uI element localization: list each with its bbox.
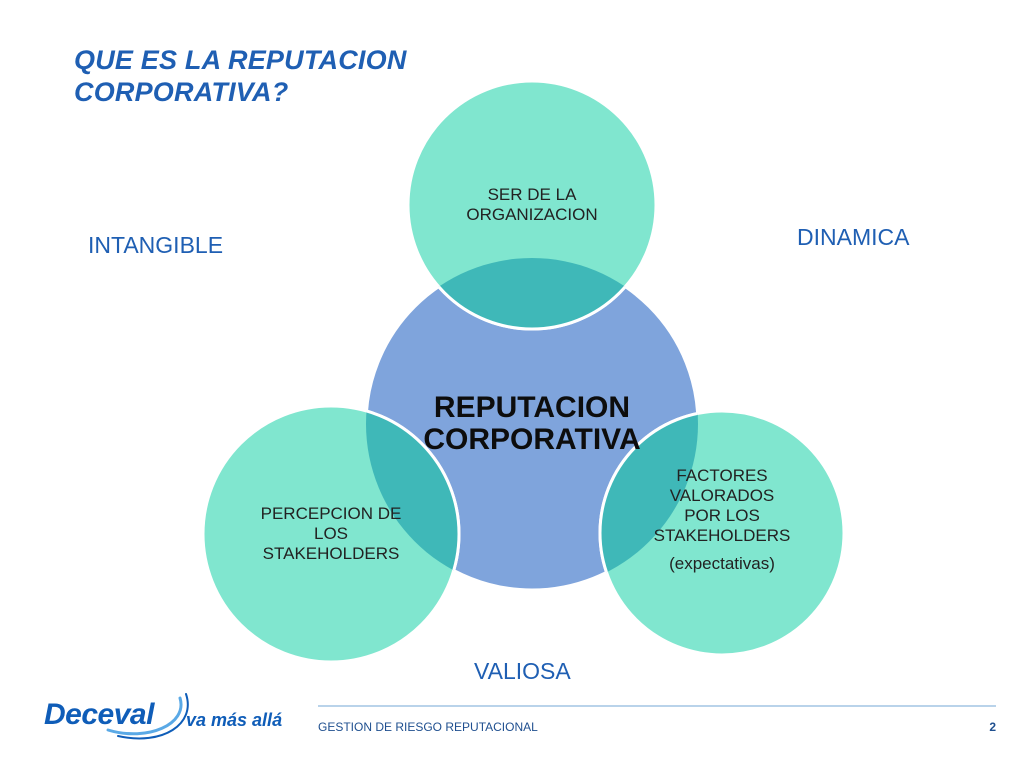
label-center-line-2: CORPORATIVA xyxy=(423,423,641,456)
label-right-line-2: VALORADOS xyxy=(669,486,775,505)
label-center-line-1: REPUTACION xyxy=(433,391,631,424)
overlap-right xyxy=(598,409,698,590)
logo-tagline: va más allá xyxy=(186,710,283,730)
label-right-line-4: STAKEHOLDERS xyxy=(653,526,791,545)
label-reputacion-corporativa: REPUTACION CORPORATIVA xyxy=(423,392,640,456)
label-left-line-1: PERCEPCION DE xyxy=(260,504,402,523)
slide-title-line-2: CORPORATIVA? xyxy=(74,77,289,107)
footer-title: GESTION DE RIESGO REPUTACIONAL xyxy=(318,720,538,734)
label-top-line-2: ORGANIZACION xyxy=(466,205,598,224)
logo-swoosh-icon xyxy=(106,693,189,740)
label-right-line-1: FACTORES xyxy=(676,466,768,485)
label-percepcion-stakeholders: PERCEPCION DE LOS STAKEHOLDERS xyxy=(236,504,426,564)
label-top-line-1: SER DE LA xyxy=(487,185,577,204)
overlap-left xyxy=(366,404,461,590)
label-left-line-3: STAKEHOLDERS xyxy=(262,544,400,563)
deceval-logo: Deceval va más allá xyxy=(38,684,288,746)
word-intangible: INTANGIBLE xyxy=(88,232,224,258)
word-valiosa: VALIOSA xyxy=(474,658,571,684)
slide-title-line-1: QUE ES LA REPUTACION xyxy=(74,45,407,75)
slide-title: QUE ES LA REPUTACION CORPORATIVA? xyxy=(74,44,407,108)
label-right-line-3: POR LOS xyxy=(684,506,760,525)
footer-divider xyxy=(318,705,996,707)
word-dinamica: DINAMICA xyxy=(797,224,910,250)
label-ser-de-la-organizacion: SER DE LA ORGANIZACION xyxy=(432,185,632,225)
page-number: 2 xyxy=(989,720,996,734)
label-factores-valorados: FACTORES VALORADOS POR LOS STAKEHOLDERS … xyxy=(627,466,817,574)
label-right-line-5: (expectativas) xyxy=(669,554,775,573)
logo-brand-text: Deceval xyxy=(44,698,154,731)
label-left-line-2: LOS xyxy=(313,524,349,543)
